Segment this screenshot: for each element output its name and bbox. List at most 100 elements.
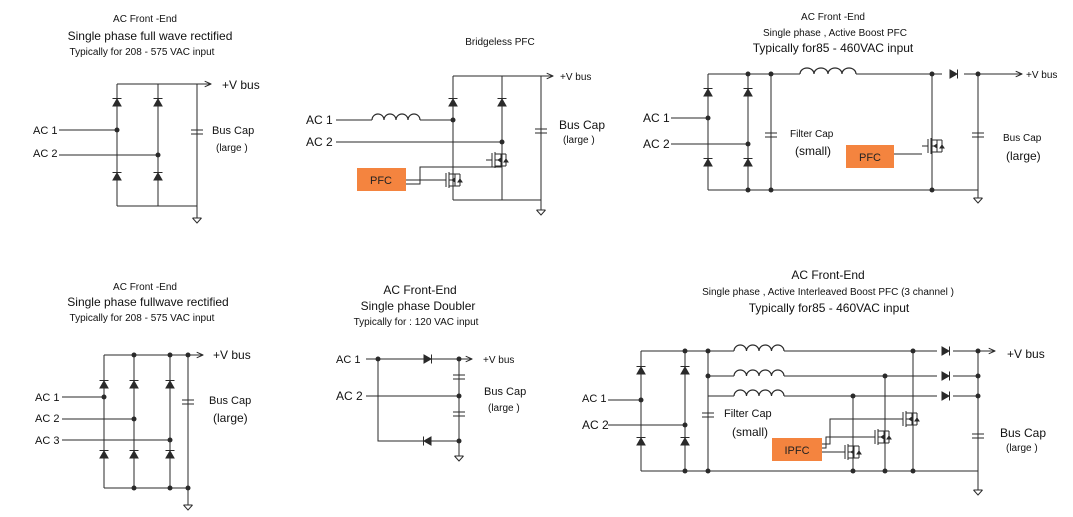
tl-vbus-label: +V bus: [222, 78, 260, 92]
br-diode-1: [636, 366, 646, 375]
tl-title-1: AC Front -End: [113, 14, 177, 25]
bl-ac3-label: AC 3: [35, 435, 59, 447]
tr-boost-diode: [949, 69, 958, 79]
bl-diode-4: [99, 450, 109, 459]
tl-ground: [192, 217, 202, 224]
panel-fullwave-three-input: AC Front -End Single phase fullwave rect…: [35, 282, 251, 511]
br-inductor-3: [733, 389, 785, 397]
tc-title: Bridgeless PFC: [465, 37, 534, 48]
br-wiring: [608, 351, 995, 484]
tr-bus-cap-label: Bus Cap: [1003, 133, 1042, 144]
tc-ac2-label: AC 2: [306, 135, 333, 149]
br-title-2: Single phase , Active Interleaved Boost …: [702, 287, 954, 298]
tc-ground: [536, 209, 546, 216]
tc-vbus-label: +V bus: [560, 72, 591, 83]
bl-diode-3: [165, 380, 175, 389]
br-diode-3: [636, 437, 646, 446]
br-inductor-2: [733, 369, 785, 377]
bl-title-3: Typically for 208 - 575 VAC input: [70, 313, 215, 324]
tl-diode-3: [112, 172, 122, 181]
br-bus-cap-size: (large ): [1006, 443, 1038, 454]
br-ipfc-controller: [772, 438, 822, 461]
tr-diode-4: [743, 158, 753, 167]
tr-title-3: Typically for85 - 460VAC input: [753, 41, 914, 55]
bc-diode-top: [423, 354, 432, 364]
bc-ac1-label: AC 1: [336, 354, 360, 366]
br-mosfet-1: [838, 443, 862, 461]
tl-ac2-label: AC 2: [33, 148, 57, 160]
tr-diode-1: [703, 88, 713, 97]
br-ac2-label: AC 2: [582, 418, 609, 432]
panel-active-boost-pfc: AC Front -End Single phase , Active Boos…: [643, 12, 1057, 204]
br-ipfc-label: IPFC: [784, 445, 809, 457]
tr-diode-3: [703, 158, 713, 167]
tr-wiring: [671, 74, 1022, 198]
tr-bus-cap-size: (large): [1006, 149, 1041, 163]
tc-ac1-label: AC 1: [306, 113, 333, 127]
tr-ac1-label: AC 1: [643, 111, 670, 125]
tl-diode-2: [153, 98, 163, 107]
bl-title-2: Single phase fullwave rectified: [67, 295, 228, 309]
tr-ground: [973, 197, 983, 204]
bl-wiring: [62, 355, 203, 505]
bl-diode-6: [165, 450, 175, 459]
panel-bridgeless-pfc: Bridgeless PFC PFC AC 1 AC 2 +V bus Bus …: [306, 37, 605, 216]
panel-interleaved-boost-pfc: AC Front-End Single phase , Active Inter…: [582, 268, 1046, 496]
tr-inductor: [799, 67, 857, 75]
tr-filter-cap-label: Filter Cap: [790, 129, 834, 140]
tc-mosfet-2: [485, 151, 509, 169]
bc-diode-bottom: [423, 436, 432, 446]
panel-full-wave-rectified: AC Front -End Single phase full wave rec…: [33, 14, 260, 224]
br-diode-4: [680, 437, 690, 446]
panel-voltage-doubler: AC Front-End Single phase Doubler Typica…: [336, 283, 526, 462]
bc-ground: [454, 455, 464, 462]
br-boost-diode-2: [941, 371, 950, 381]
tc-pfc-controller: [357, 168, 406, 191]
bl-bus-cap-size: (large): [213, 411, 248, 425]
tr-pfc-label: PFC: [859, 152, 881, 164]
bc-title-1: AC Front-End: [383, 283, 456, 297]
tc-bus-cap-size: (large ): [563, 135, 595, 146]
bl-bus-cap-label: Bus Cap: [209, 395, 251, 407]
tr-ac2-label: AC 2: [643, 137, 670, 151]
tc-bus-cap-label: Bus Cap: [559, 118, 605, 132]
tl-ac1-label: AC 1: [33, 125, 57, 137]
br-ac1-label: AC 1: [582, 393, 606, 405]
br-bus-cap-label: Bus Cap: [1000, 426, 1046, 440]
bc-vbus-label: +V bus: [483, 355, 514, 366]
br-mosfet-3: [896, 410, 920, 428]
tr-title-2: Single phase , Active Boost PFC: [763, 28, 907, 39]
bl-diode-2: [129, 380, 139, 389]
tr-title-1: AC Front -End: [801, 12, 865, 23]
tr-diode-2: [743, 88, 753, 97]
br-ground: [973, 489, 983, 496]
bc-title-3: Typically for : 120 VAC input: [354, 317, 479, 328]
tl-bus-cap-size: (large ): [216, 143, 248, 154]
br-inductor-1: [733, 344, 785, 352]
br-filter-cap-label: Filter Cap: [724, 408, 772, 420]
bc-bus-cap-label: Bus Cap: [484, 386, 526, 398]
bl-vbus-label: +V bus: [213, 348, 251, 362]
br-title-1: AC Front-End: [791, 268, 864, 282]
bl-ac1-label: AC 1: [35, 392, 59, 404]
br-vbus-label: +V bus: [1007, 347, 1045, 361]
br-title-3: Typically for85 - 460VAC input: [749, 301, 910, 315]
tc-diode-2: [497, 98, 507, 107]
tl-wiring: [59, 84, 211, 218]
tr-filter-cap-size: (small): [795, 144, 831, 158]
tl-title-2: Single phase full wave rectified: [68, 29, 233, 43]
tl-title-3: Typically for 208 - 575 VAC input: [70, 47, 215, 58]
bc-title-2: Single phase Doubler: [361, 299, 476, 313]
bl-diode-5: [129, 450, 139, 459]
br-filter-cap-size: (small): [732, 425, 768, 439]
tc-inductor: [371, 113, 421, 121]
tr-mosfet: [921, 137, 945, 155]
bl-ground: [183, 504, 193, 511]
bl-title-1: AC Front -End: [113, 282, 177, 293]
tr-vbus-label: +V bus: [1026, 70, 1057, 81]
br-mosfet-2: [868, 428, 892, 446]
tc-diode-1: [448, 98, 458, 107]
br-boost-diode-3: [941, 391, 950, 401]
tl-diode-1: [112, 98, 122, 107]
